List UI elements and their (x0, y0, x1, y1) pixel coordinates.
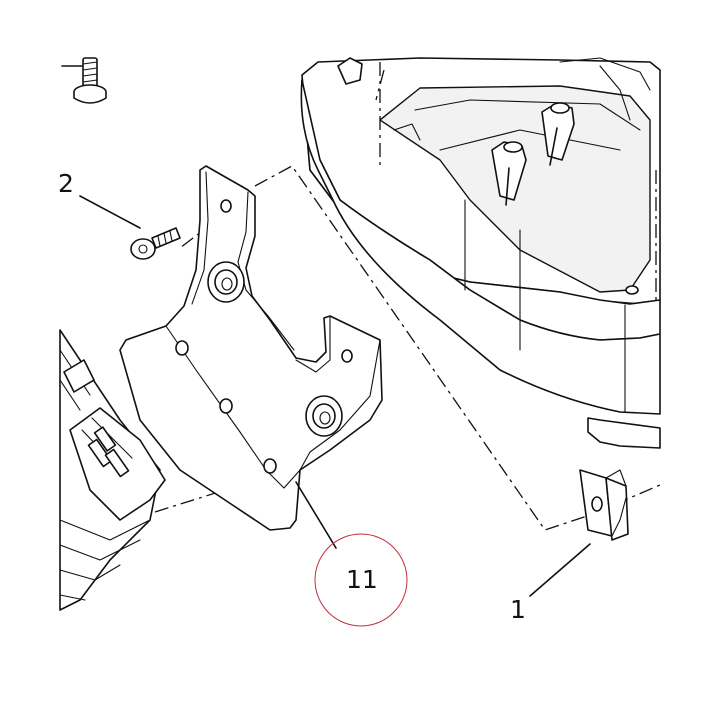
lower-boss (305, 395, 343, 437)
upper-boss (207, 261, 245, 303)
screw-part-2: 2 (58, 169, 181, 260)
callout-2: 2 (58, 169, 74, 198)
clip-part-1: 1 (510, 469, 629, 624)
highlight-circle (314, 533, 408, 627)
stud-post-left (491, 141, 527, 206)
top-screw (61, 57, 107, 104)
stud-post-right (541, 102, 575, 166)
callout-1: 1 (510, 595, 526, 624)
rear-housing (300, 57, 661, 449)
callout-11: 11 (346, 565, 378, 594)
bracket-part-11: 11 (119, 165, 383, 594)
wiring-connector (59, 329, 166, 611)
